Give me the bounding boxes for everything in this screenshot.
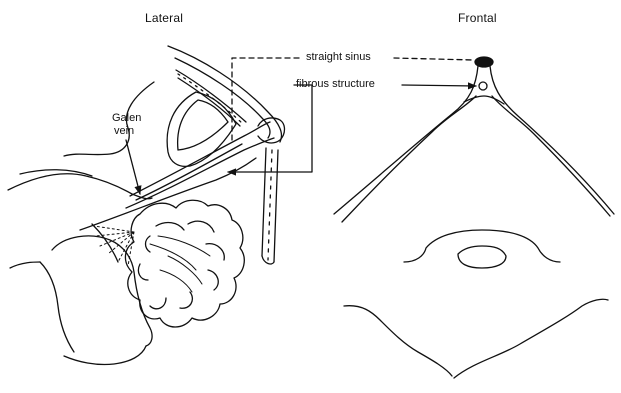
brainstem-outline bbox=[52, 236, 152, 346]
brain-surface-contour-lower bbox=[8, 174, 152, 199]
tentorium-lower-line bbox=[80, 158, 256, 230]
straight-sinus-leader-right bbox=[394, 58, 474, 60]
occipital-wall-inner bbox=[274, 150, 278, 262]
straight-sinus-upper-wall bbox=[130, 122, 270, 196]
fibrous-structure-leader-right bbox=[402, 85, 476, 86]
tent-outer-left bbox=[334, 66, 478, 214]
brain-surface-contour-upper bbox=[64, 82, 154, 156]
aqueduct-slot bbox=[458, 246, 506, 268]
tent-inner-right bbox=[492, 96, 610, 216]
cerebellum-arbor-vitae bbox=[150, 236, 210, 292]
skull-outline-curve bbox=[168, 46, 282, 142]
occipital-wall-hatching bbox=[268, 150, 272, 260]
straight-sinus-lower-wall bbox=[126, 138, 274, 208]
skull-base-right bbox=[454, 299, 608, 378]
straight-sinus-mid-line bbox=[136, 144, 242, 200]
skull-base-left bbox=[344, 306, 452, 376]
lateral-view bbox=[8, 46, 285, 365]
galen-vein-leader bbox=[126, 140, 140, 194]
tent-inner-left bbox=[342, 96, 476, 222]
frontal-fibrous-structure bbox=[479, 82, 487, 90]
dural-band-inner bbox=[178, 78, 240, 126]
ventricle-fan-edge bbox=[92, 224, 118, 262]
occipital-lobe-outline bbox=[167, 92, 236, 166]
frontal-view bbox=[334, 57, 614, 378]
left-lower-contour bbox=[10, 262, 40, 268]
frontal-straight-sinus bbox=[475, 57, 493, 67]
brainstem-lower-outline bbox=[40, 262, 74, 352]
skull-outline-inner-curve bbox=[175, 58, 270, 138]
cerebellum-inner-folds bbox=[138, 221, 224, 309]
tent-outer-right bbox=[490, 66, 614, 214]
occipital-wall-outer bbox=[262, 148, 266, 256]
medulla-outline bbox=[64, 346, 146, 365]
occipital-lobe-inner bbox=[178, 100, 228, 150]
